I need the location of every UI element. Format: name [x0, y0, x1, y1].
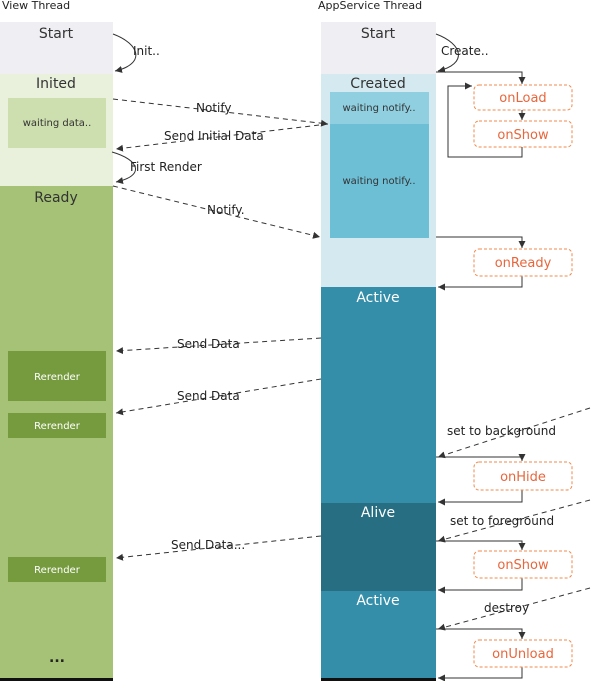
to-onhide-arrow — [436, 454, 526, 461]
to-onshow2-arrow — [436, 540, 526, 550]
onunload-back-arrow — [438, 667, 523, 681]
send-data-arrow-1 — [115, 337, 322, 355]
send-initial-data-label: Send Initial Data — [164, 129, 264, 143]
send-data-label-1: Send Data — [177, 337, 240, 351]
onshow-hook-2: onShow — [473, 550, 573, 579]
app-timeline-end — [321, 678, 436, 681]
rerender-block-3 — [8, 557, 106, 582]
send-data-label-3: Send Data... — [171, 538, 245, 552]
onhide-back-arrow — [438, 490, 523, 506]
view-ready-label: Ready — [34, 190, 77, 206]
onload-hook: onLoad — [473, 84, 573, 111]
onload-label: onLoad — [499, 91, 546, 106]
destroy-label: destroy — [484, 601, 529, 615]
view-inited-label: Inited — [36, 76, 76, 92]
notify-arrow-1 — [112, 98, 329, 127]
onhide-label: onHide — [500, 470, 546, 485]
create-label: Create.. — [441, 44, 489, 58]
onready-hook: onReady — [473, 248, 573, 277]
onready-back-arrow — [438, 276, 523, 291]
app-created-label: Created — [350, 76, 405, 92]
onshow-label-2: onShow — [497, 558, 549, 573]
waiting-data-block — [8, 98, 106, 148]
rerender-block-2 — [8, 413, 106, 438]
init-arrow — [112, 33, 137, 73]
onshow-hook-1: onShow — [473, 120, 573, 148]
view-ellipsis: ... — [49, 650, 65, 666]
send-data-label-2: Send Data — [177, 389, 240, 403]
create-arrow — [435, 33, 459, 73]
waiting-notify-label-2: waiting notify.. — [343, 176, 416, 187]
onshow2-back-arrow — [438, 578, 523, 594]
app-start-block — [321, 22, 436, 74]
app-start-label: Start — [361, 26, 396, 42]
onready-label: onReady — [495, 256, 552, 271]
onhide-hook: onHide — [473, 461, 573, 491]
view-timeline-end — [0, 678, 113, 681]
onunload-label: onUnload — [492, 647, 554, 662]
waiting-notify-label-1: waiting notify.. — [343, 103, 416, 114]
waiting-notify-block-2 — [330, 124, 429, 238]
onunload-hook: onUnload — [473, 639, 573, 668]
notify-label-1: Notify — [196, 101, 231, 115]
rerender-block-1 — [8, 351, 106, 401]
app-active-block-2 — [321, 591, 436, 678]
set-to-foreground-label: set to foreground — [450, 514, 554, 528]
view-start-label: Start — [39, 26, 74, 42]
appservice-thread-title: AppService Thread — [318, 0, 422, 12]
to-onready-arrow — [436, 236, 526, 248]
view-start-block — [0, 22, 113, 74]
notify-label-2: Notify. — [207, 203, 245, 217]
first-render-label: First Render — [130, 160, 202, 174]
waiting-data-label: waiting data.. — [23, 118, 92, 129]
init-label: Init.. — [133, 44, 160, 58]
onshow-back-arrow — [447, 82, 523, 158]
set-to-background-label: set to background — [447, 424, 556, 438]
view-thread-title: View Thread — [2, 0, 70, 12]
app-active-label-2: Active — [356, 593, 399, 609]
app-active-label-1: Active — [356, 290, 399, 306]
waiting-notify-block-1 — [330, 92, 429, 124]
rerender-label-3: Rerender — [34, 565, 81, 576]
onshow-label-1: onShow — [497, 128, 549, 143]
first-render-arrow — [111, 151, 136, 185]
app-alive-label: Alive — [361, 505, 395, 521]
to-onunload-arrow — [436, 628, 526, 639]
app-alive-block — [321, 503, 436, 591]
rerender-label-2: Rerender — [34, 421, 81, 432]
send-data-arrow-2 — [115, 378, 322, 416]
rerender-label-1: Rerender — [34, 372, 81, 383]
app-active-block-1 — [321, 287, 436, 503]
to-onload-arrow — [436, 71, 526, 84]
send-data-arrow-3 — [115, 535, 322, 561]
